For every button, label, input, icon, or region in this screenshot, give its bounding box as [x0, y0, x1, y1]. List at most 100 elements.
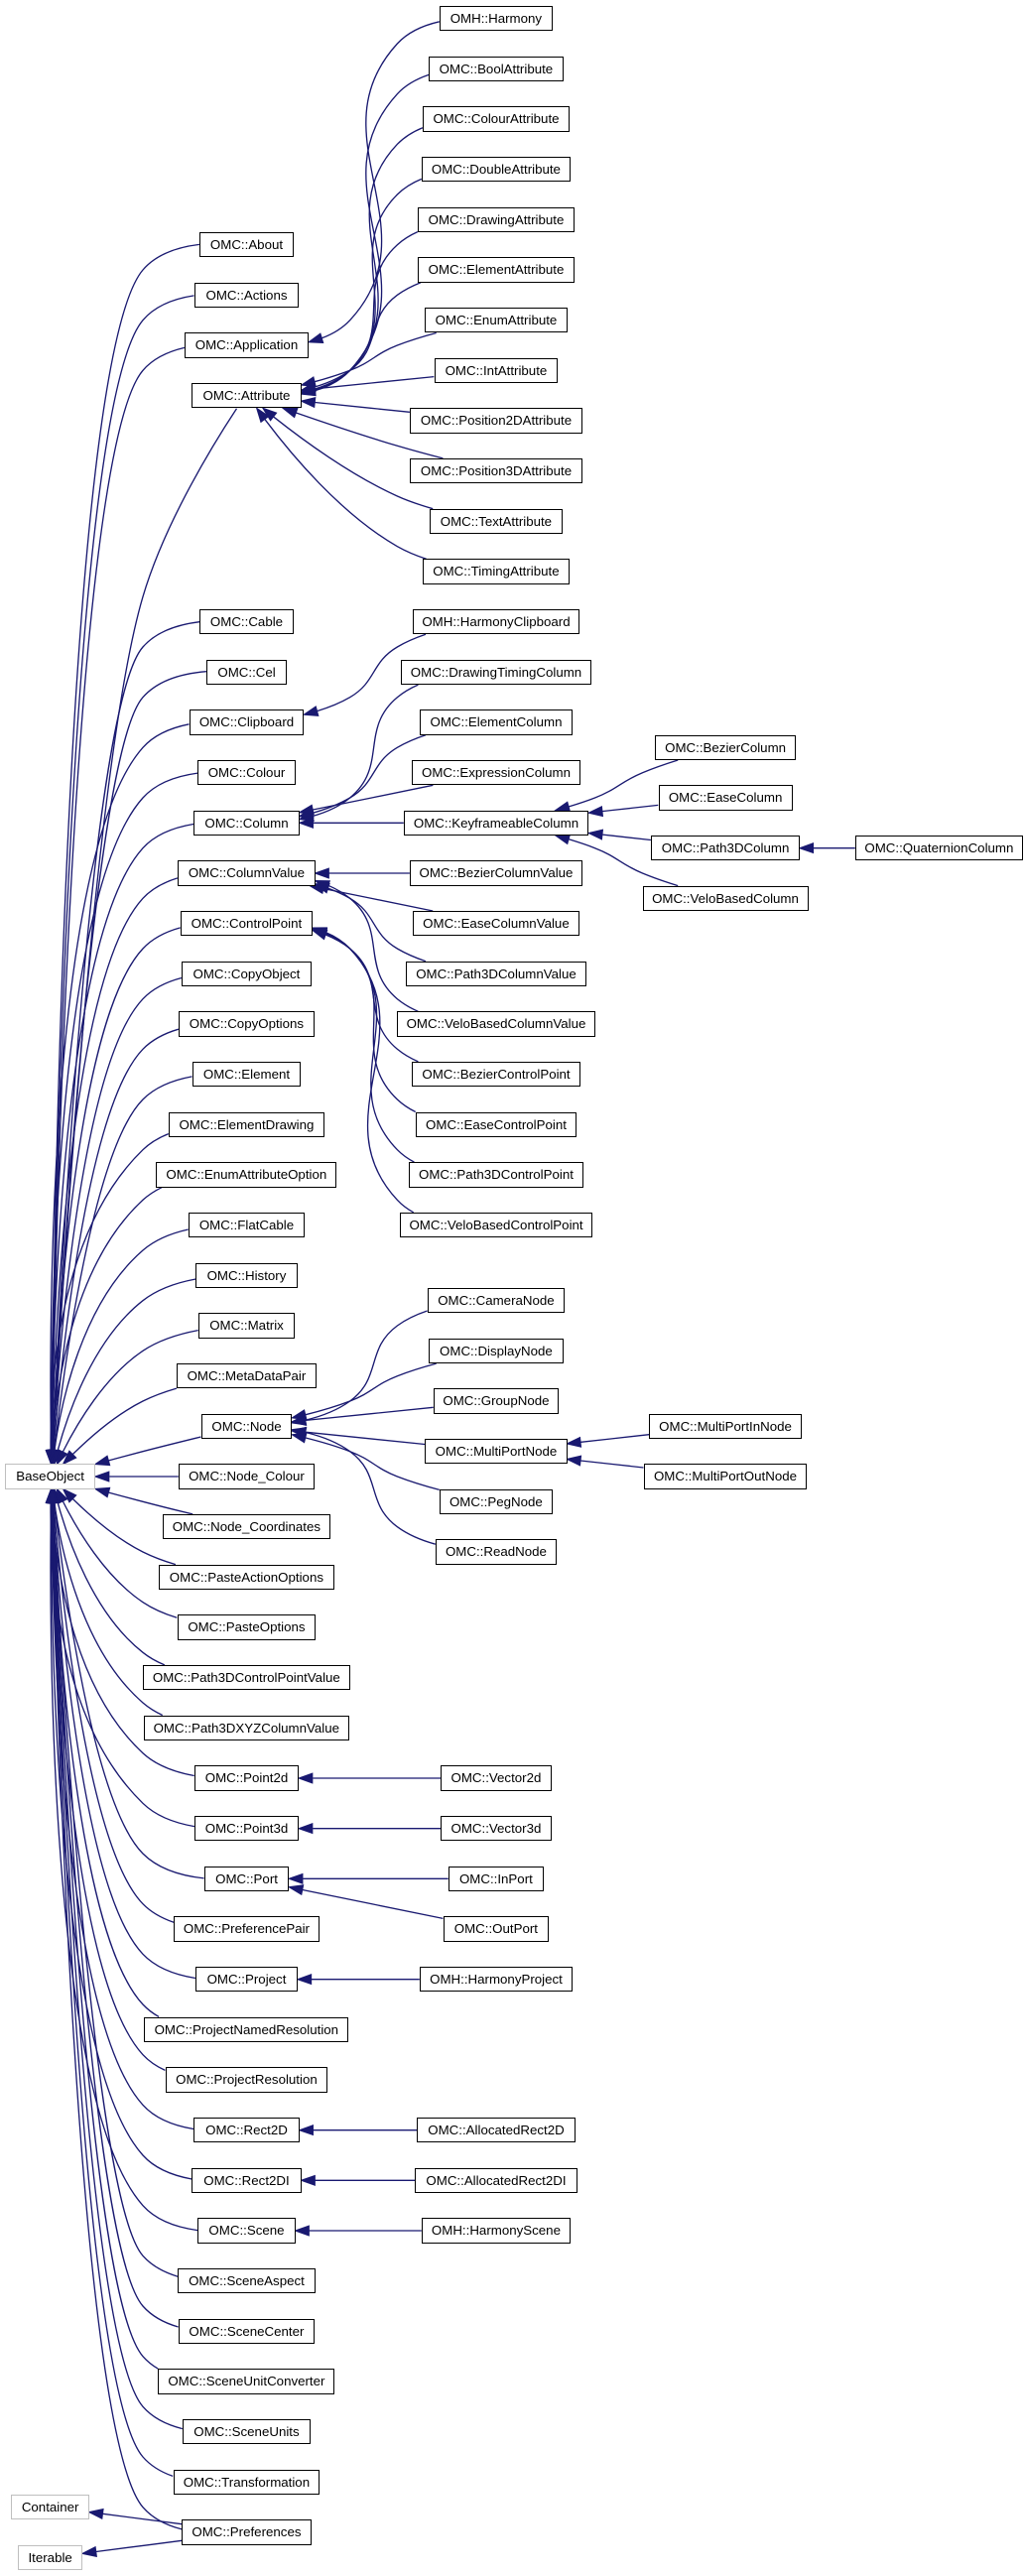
class-node-omc-elementattribute[interactable]: OMC::ElementAttribute: [418, 257, 575, 283]
class-node-omc-multiportnode[interactable]: OMC::MultiPortNode: [425, 1439, 568, 1465]
class-node-omc-enumattributeoption[interactable]: OMC::EnumAttributeOption: [156, 1162, 337, 1188]
class-node-omc-colourattribute[interactable]: OMC::ColourAttribute: [423, 106, 570, 132]
class-node-omc-position2dattribute[interactable]: OMC::Position2DAttribute: [410, 408, 582, 434]
class-node-omc-allocatedrect2d[interactable]: OMC::AllocatedRect2D: [417, 2118, 576, 2143]
class-node-omc-inport[interactable]: OMC::InPort: [448, 1866, 544, 1891]
class-node-omc-scene[interactable]: OMC::Scene: [197, 2218, 296, 2244]
class-node-omc-expressioncolumn[interactable]: OMC::ExpressionColumn: [412, 760, 580, 786]
inheritance-edge-omc-colour-to-baseobject: [51, 772, 198, 1451]
class-node-omc-path3dcolumn[interactable]: OMC::Path3DColumn: [651, 836, 800, 861]
class-node-omc-velobasedcolumnvalue[interactable]: OMC::VeloBasedColumnValue: [397, 1011, 595, 1037]
class-node-omc-timingattribute[interactable]: OMC::TimingAttribute: [422, 559, 571, 584]
class-node-omh-harmonyproject[interactable]: OMH::HarmonyProject: [420, 1967, 573, 1993]
arrowhead-omc-beziercolumnvalue-to-omc-columnvalue: [313, 867, 329, 879]
arrowhead-omc-velobasedcolumnvalue-to-omc-columnvalue: [314, 880, 331, 891]
class-node-omc-colour[interactable]: OMC::Colour: [197, 760, 296, 786]
class-node-omc-scenecenter[interactable]: OMC::SceneCenter: [179, 2318, 315, 2344]
class-node-omc-beziercolumnvalue[interactable]: OMC::BezierColumnValue: [410, 860, 582, 886]
class-node-omc-sceneunitconverter[interactable]: OMC::SceneUnitConverter: [158, 2369, 335, 2394]
class-node-omc-about[interactable]: OMC::About: [199, 232, 294, 258]
class-node-omc-cel[interactable]: OMC::Cel: [206, 659, 288, 685]
class-node-omc-enumattribute[interactable]: OMC::EnumAttribute: [425, 308, 568, 333]
class-node-omc-cable[interactable]: OMC::Cable: [199, 609, 294, 635]
class-node-omc-sceneaspect[interactable]: OMC::SceneAspect: [178, 2268, 316, 2294]
class-node-omc-velobasedcolumn[interactable]: OMC::VeloBasedColumn: [642, 885, 809, 911]
class-node-omc-boolattribute[interactable]: OMC::BoolAttribute: [429, 56, 564, 81]
class-node-omc-intattribute[interactable]: OMC::IntAttribute: [434, 357, 559, 383]
inheritance-edge-omc-intattribute-to-omc-attribute: [315, 375, 435, 390]
class-node-omc-allocatedrect2di[interactable]: OMC::AllocatedRect2DI: [415, 2167, 577, 2193]
class-node-omc-copyobject[interactable]: OMC::CopyObject: [182, 961, 312, 986]
class-node-omc-cameranode[interactable]: OMC::CameraNode: [427, 1288, 565, 1314]
class-node-omc-element[interactable]: OMC::Element: [192, 1062, 301, 1088]
arrowhead-omc-allocatedrect2di-to-omc-rect2di: [299, 2174, 316, 2186]
class-node-omc-easecolumnvalue[interactable]: OMC::EaseColumnValue: [413, 911, 579, 937]
class-node-omc-application[interactable]: OMC::Application: [185, 332, 309, 358]
class-node-omc-readnode[interactable]: OMC::ReadNode: [435, 1539, 557, 1565]
class-node-omc-rect2di[interactable]: OMC::Rect2DI: [192, 2167, 302, 2193]
class-node-omc-node[interactable]: OMC::Node: [200, 1413, 293, 1439]
class-node-omh-harmonyclipboard[interactable]: OMH::HarmonyClipboard: [412, 609, 580, 635]
class-node-omc-beziercontrolpoint[interactable]: OMC::BezierControlPoint: [412, 1062, 580, 1088]
class-node-omc-outport[interactable]: OMC::OutPort: [443, 1916, 549, 1942]
class-node-omc-textattribute[interactable]: OMC::TextAttribute: [429, 508, 563, 534]
class-node-omc-projectresolution[interactable]: OMC::ProjectResolution: [165, 2067, 328, 2093]
arrowhead-omc-preferences-to-container: [87, 2508, 104, 2520]
class-node-omc-projectnamedresolution[interactable]: OMC::ProjectNamedResolution: [144, 2016, 349, 2042]
arrowhead-omh-harmonyscene-to-omc-scene: [293, 2225, 310, 2237]
class-node-omc-history[interactable]: OMC::History: [195, 1262, 298, 1288]
class-node-omc-pasteactionoptions[interactable]: OMC::PasteActionOptions: [159, 1564, 334, 1590]
class-node-omc-pegnode[interactable]: OMC::PegNode: [439, 1488, 553, 1514]
class-node-omc-controlpoint[interactable]: OMC::ControlPoint: [181, 911, 313, 937]
class-node-omc-vector2d[interactable]: OMC::Vector2d: [441, 1765, 552, 1791]
class-node-omc-actions[interactable]: OMC::Actions: [194, 282, 299, 308]
class-node-omc-port[interactable]: OMC::Port: [204, 1866, 290, 1891]
class-node-omc-project[interactable]: OMC::Project: [195, 1967, 298, 1993]
class-node-omc-flatcable[interactable]: OMC::FlatCable: [189, 1213, 305, 1238]
class-node-omc-drawingattribute[interactable]: OMC::DrawingAttribute: [418, 206, 575, 232]
class-node-omc-attribute[interactable]: OMC::Attribute: [192, 383, 302, 409]
class-node-omc-doubleattribute[interactable]: OMC::DoubleAttribute: [421, 157, 571, 183]
class-node-omc-copyoptions[interactable]: OMC::CopyOptions: [179, 1011, 315, 1037]
inheritance-edge-omc-drawingtimingcolumn-to-omc-column: [312, 684, 419, 818]
arrowhead-omc-vector2d-to-omc-point2d: [297, 1772, 314, 1784]
class-node-omc-path3dxyzcolumnvalue[interactable]: OMC::Path3DXYZColumnValue: [143, 1715, 349, 1740]
class-node-omc-vector3d[interactable]: OMC::Vector3d: [441, 1816, 552, 1842]
class-node-omc-velobasedcontrolpoint[interactable]: OMC::VeloBasedControlPoint: [400, 1213, 592, 1238]
class-node-omc-matrix[interactable]: OMC::Matrix: [198, 1313, 295, 1339]
inheritance-edge-omc-velobasedcolumnvalue-to-omc-columnvalue: [327, 884, 419, 1012]
class-node-omc-position3dattribute[interactable]: OMC::Position3DAttribute: [410, 458, 582, 484]
class-node-omc-node-coordinates[interactable]: OMC::Node_Coordinates: [163, 1514, 330, 1540]
class-node-omc-keyframeablecolumn[interactable]: OMC::KeyframeableColumn: [404, 810, 588, 836]
class-node-omc-preferencepair[interactable]: OMC::PreferencePair: [174, 1916, 320, 1942]
class-node-omc-preferences[interactable]: OMC::Preferences: [182, 2519, 312, 2545]
class-node-omc-elementdrawing[interactable]: OMC::ElementDrawing: [169, 1111, 324, 1137]
class-node-omc-drawingtimingcolumn[interactable]: OMC::DrawingTimingColumn: [400, 659, 592, 685]
class-node-omc-columnvalue[interactable]: OMC::ColumnValue: [178, 860, 316, 886]
class-node-omc-node-colour[interactable]: OMC::Node_Colour: [179, 1464, 315, 1489]
arrowhead-omc-multiportoutnode-to-omc-multiportnode: [565, 1455, 582, 1467]
class-node-omc-multiportinnode[interactable]: OMC::MultiPortInNode: [649, 1413, 802, 1439]
class-node-omc-easecolumn[interactable]: OMC::EaseColumn: [658, 785, 793, 811]
class-node-omc-rect2d[interactable]: OMC::Rect2D: [193, 2118, 300, 2143]
class-node-omc-point3d[interactable]: OMC::Point3d: [194, 1816, 299, 1842]
class-node-omc-transformation[interactable]: OMC::Transformation: [173, 2469, 320, 2495]
class-node-omc-multiportoutnode[interactable]: OMC::MultiPortOutNode: [643, 1464, 808, 1489]
class-node-omc-beziercolumn[interactable]: OMC::BezierColumn: [655, 734, 796, 760]
class-node-omc-path3dcontrolpoint[interactable]: OMC::Path3DControlPoint: [408, 1162, 584, 1188]
class-node-omh-harmony[interactable]: OMH::Harmony: [439, 6, 553, 32]
class-node-omc-elementcolumn[interactable]: OMC::ElementColumn: [420, 709, 573, 735]
class-node-omh-harmonyscene[interactable]: OMH::HarmonyScene: [421, 2218, 571, 2244]
class-node-omc-groupnode[interactable]: OMC::GroupNode: [433, 1388, 559, 1414]
class-node-omc-clipboard[interactable]: OMC::Clipboard: [189, 709, 305, 735]
class-node-omc-quaternioncolumn[interactable]: OMC::QuaternionColumn: [855, 836, 1023, 861]
class-node-omc-sceneunits[interactable]: OMC::SceneUnits: [183, 2419, 311, 2445]
class-node-omc-pasteoptions[interactable]: OMC::PasteOptions: [177, 1614, 317, 1640]
class-node-omc-displaynode[interactable]: OMC::DisplayNode: [429, 1338, 564, 1363]
class-node-omc-path3dcontrolpointvalue[interactable]: OMC::Path3DControlPointValue: [143, 1665, 350, 1691]
class-node-omc-metadatapair[interactable]: OMC::MetaDataPair: [177, 1363, 317, 1389]
class-node-omc-path3dcolumnvalue[interactable]: OMC::Path3DColumnValue: [406, 961, 586, 986]
class-node-omc-easecontrolpoint[interactable]: OMC::EaseControlPoint: [416, 1111, 577, 1137]
class-node-omc-point2d[interactable]: OMC::Point2d: [194, 1765, 299, 1791]
class-node-omc-column[interactable]: OMC::Column: [193, 810, 300, 836]
